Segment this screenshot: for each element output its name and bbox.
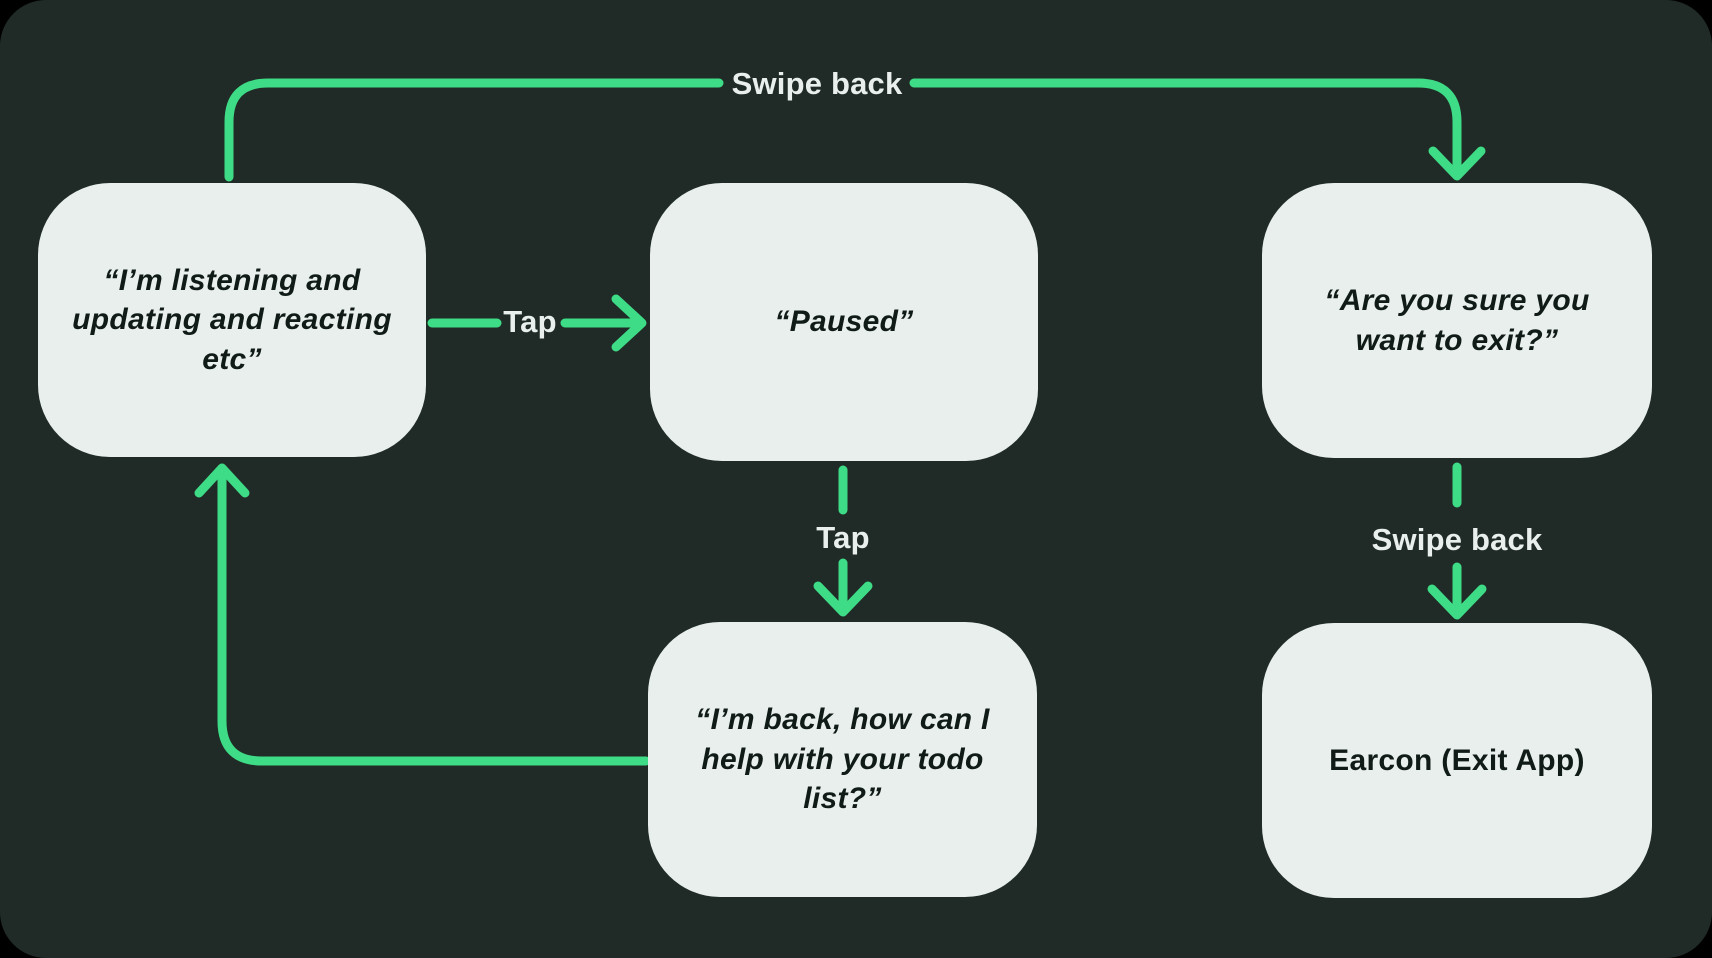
edge-tap-pause (427, 294, 647, 352)
edge-tap-resume (813, 465, 873, 617)
node-listening: “I’m listening and updating and reacting… (38, 183, 426, 457)
node-paused: “Paused” (650, 183, 1038, 461)
arrowhead-up-icon (194, 463, 250, 498)
arrowhead-down-icon (1428, 146, 1486, 181)
node-earcon-exit-text: Earcon (Exit App) (1329, 743, 1585, 777)
node-listening-text: “I’m listening and updating and reacting… (72, 263, 392, 376)
node-exit-confirm-text: “Are you sure you want to exit?” (1324, 283, 1590, 357)
node-back-help: “I’m back, how can I help with your todo… (648, 622, 1037, 897)
node-back-help-text: “I’m back, how can I help with your todo… (695, 703, 990, 816)
node-earcon-exit: Earcon (Exit App) (1262, 623, 1652, 898)
edge-swipe-back-top (224, 78, 1486, 182)
edge-loop-back (194, 463, 651, 766)
edge-swipe-back-top-left-segment (224, 78, 724, 182)
edge-label-tap-pause: Tap (503, 304, 557, 339)
edge-loop-back-segment (217, 471, 651, 766)
arrowhead-down-icon (1427, 584, 1487, 620)
node-exit-confirm: “Are you sure you want to exit?” (1262, 183, 1652, 458)
edge-swipe-back-top-right-segment (909, 78, 1462, 175)
edge-label-tap-resume: Tap (816, 520, 870, 555)
node-paused-text: “Paused” (774, 305, 914, 339)
edge-label-swipe-back-exit: Swipe back (1371, 522, 1543, 557)
edge-swipe-back-exit (1427, 462, 1487, 620)
arrowhead-down-icon (813, 581, 873, 617)
edge-label-swipe-back-top: Swipe back (731, 66, 903, 101)
arrowhead-right-icon (611, 294, 647, 352)
